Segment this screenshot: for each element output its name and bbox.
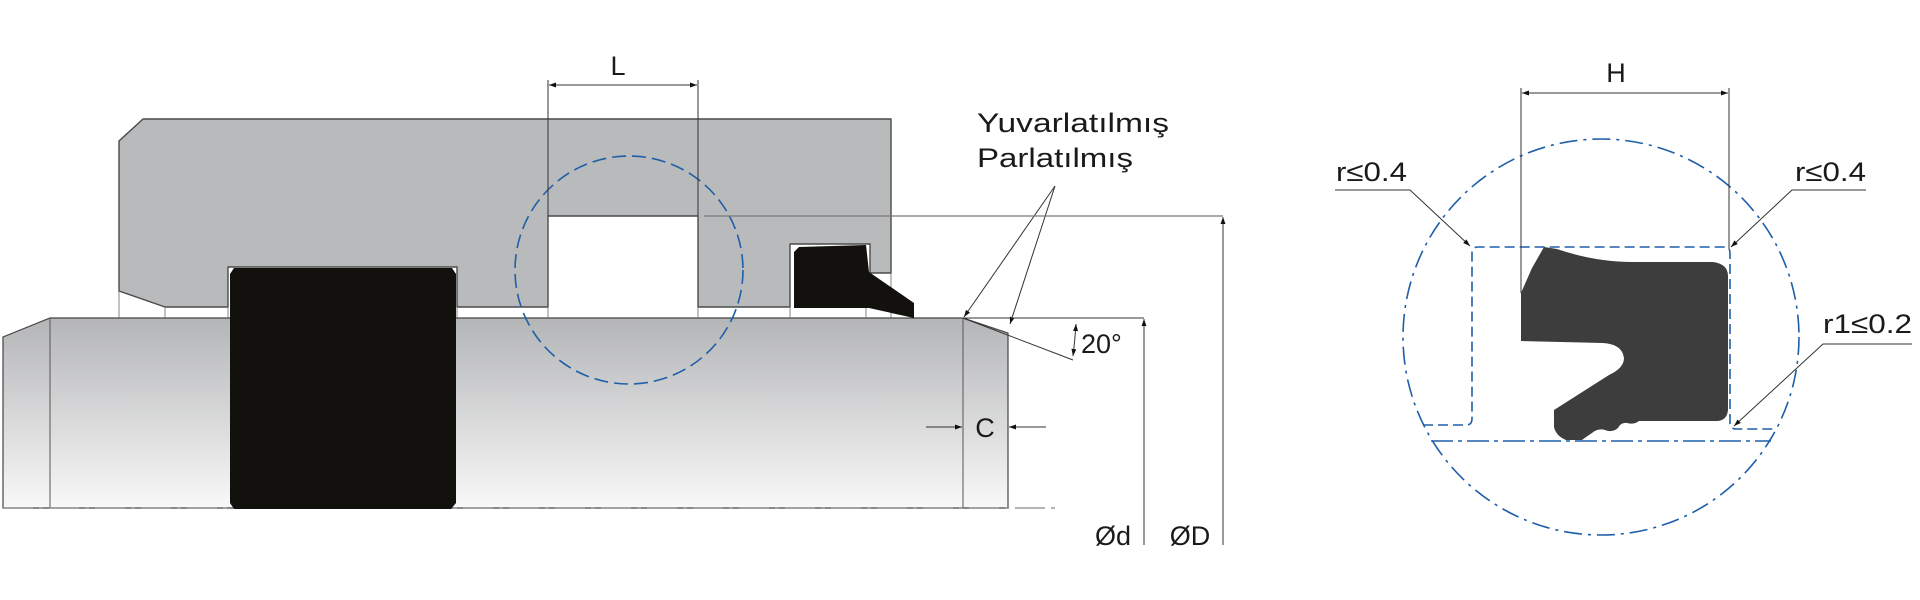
dimension-L: L: [547, 51, 699, 216]
label-radius-left: r≤0.4: [1336, 157, 1407, 187]
dimension-angle: 20°: [962, 317, 1144, 361]
dimension-d: Ød: [1095, 319, 1147, 551]
label-d: Ød: [1095, 521, 1131, 551]
detail-view: H r≤0.4 r≤0.4 r1≤0.2: [1335, 58, 1912, 536]
dimension-D: ØD: [704, 215, 1226, 551]
seal-profile-detail: [1521, 247, 1728, 440]
shaft: [2, 317, 1009, 509]
surface-note: Yuvarlatılmış Parlatılmış: [963, 108, 1169, 325]
label-angle: 20°: [1081, 329, 1122, 359]
label-radius-r1: r1≤0.2: [1823, 309, 1912, 339]
dimension-C: C: [926, 413, 1046, 443]
label-radius-right: r≤0.4: [1795, 157, 1866, 187]
label-rounded: Yuvarlatılmış: [977, 108, 1169, 138]
label-L: L: [610, 51, 625, 81]
label-polished: Parlatılmış: [977, 143, 1133, 173]
label-H: H: [1606, 58, 1626, 88]
guide-ring: [230, 268, 456, 509]
rod-seal: [794, 245, 914, 318]
label-D: ØD: [1170, 521, 1211, 551]
label-C: C: [975, 413, 995, 443]
detail-circle-marker: [514, 155, 744, 385]
